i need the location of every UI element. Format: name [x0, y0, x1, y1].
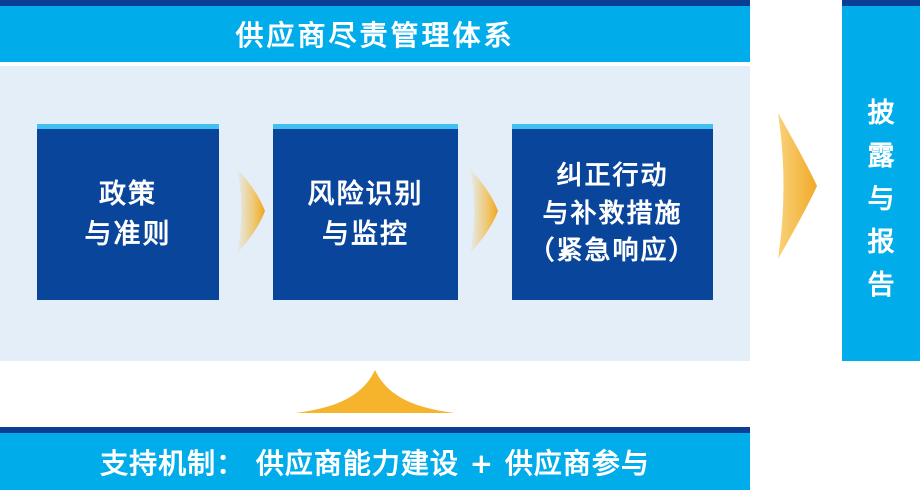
process-step-risk: 风险识别 与监控 [273, 124, 458, 300]
step-line: 政策 [99, 179, 157, 211]
support-mechanism-label: 支持机制： 供应商能力建设 + 供应商参与 [100, 446, 650, 480]
vertical-label-char: 与 [867, 184, 895, 215]
process-step-corrective-action: 纠正行动 与补救措施 （紧急响应） [512, 124, 713, 300]
flow-arrow-icon [236, 168, 265, 254]
step-line: 风险识别 [307, 179, 424, 211]
flow-arrow-icon [469, 168, 498, 254]
support-arrow-icon [295, 370, 455, 413]
output-bar-top-strip [842, 0, 920, 6]
disclosure-report-bar: 披 露 与 报 告 [842, 6, 920, 361]
step-line: 与准则 [84, 218, 172, 250]
vertical-label-char: 报 [867, 227, 895, 258]
support-bar-top-strip [0, 427, 750, 433]
support-mechanism-bar: 支持机制： 供应商能力建设 + 供应商参与 [0, 433, 750, 490]
step-line: 与补救措施 [542, 198, 683, 229]
step-line: 与监控 [322, 218, 409, 250]
vertical-label-char: 告 [867, 270, 895, 301]
step-line: （紧急响应） [528, 236, 697, 267]
vertical-label-char: 露 [867, 141, 895, 172]
page-title: 供应商尽责管理体系 [235, 19, 515, 52]
header-bar: 供应商尽责管理体系 [0, 6, 750, 62]
step-line: 纠正行动 [556, 160, 669, 191]
header-top-strip [0, 0, 750, 6]
process-step-policies: 政策 与准则 [37, 124, 219, 300]
vertical-label-char: 披 [867, 98, 895, 129]
output-arrow-icon [777, 112, 817, 260]
